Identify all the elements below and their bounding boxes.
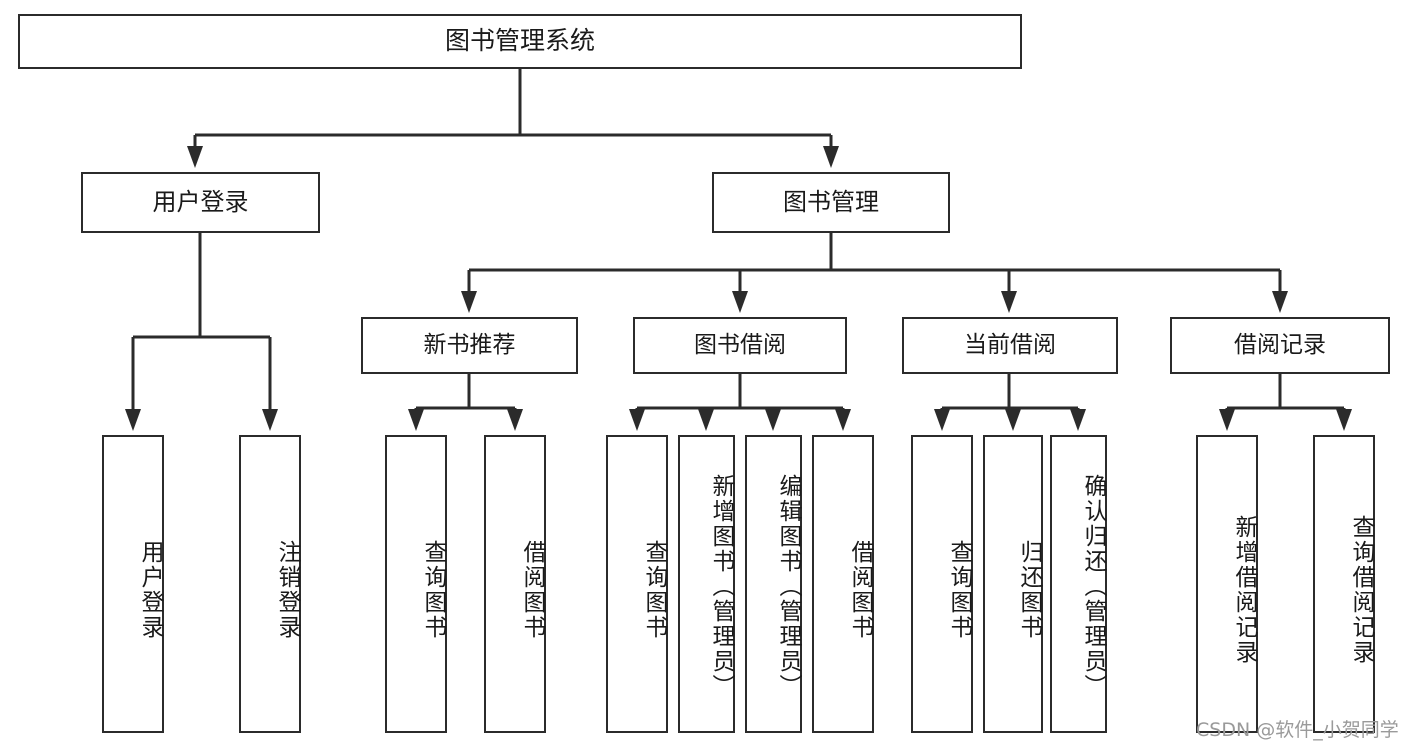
node-borrow-record[interactable]: 借阅记录: [1170, 317, 1390, 374]
book-mgmt-to-level2-arrow-3-head: [1272, 291, 1288, 313]
node-label: 当前借阅: [964, 332, 1056, 359]
node-leaf-user-login[interactable]: 用户登录: [102, 435, 164, 733]
node-leaf-query-book-borrow[interactable]: 查询图书: [606, 435, 668, 733]
node-label: 编辑图书（管理员）: [775, 473, 801, 699]
node-leaf-borrow-book[interactable]: 借阅图书: [812, 435, 874, 733]
node-label: 查询借阅记录: [1348, 515, 1374, 665]
node-label: 新书推荐: [423, 332, 516, 359]
current-borrow-to-leaves-arrow-2-head: [1070, 409, 1086, 431]
node-leaf-query-book-current[interactable]: 查询图书: [911, 435, 973, 733]
node-leaf-add-book[interactable]: 新增图书（管理员）: [678, 435, 735, 733]
node-label: 新增借阅记录: [1231, 515, 1257, 665]
node-label: 查询图书: [420, 540, 446, 640]
root-to-level1-arrow-0-head: [187, 146, 203, 168]
node-label: 借阅图书: [519, 540, 545, 640]
node-label: 查询图书: [641, 540, 667, 640]
node-leaf-edit-book[interactable]: 编辑图书（管理员）: [745, 435, 802, 733]
node-book-borrow[interactable]: 图书借阅: [633, 317, 847, 374]
node-book-management[interactable]: 图书管理: [712, 172, 950, 233]
user-login-to-leaves-arrow-0-head: [125, 409, 141, 431]
borrow-record-to-leaves-arrow-0-head: [1219, 409, 1235, 431]
book-borrow-to-leaves-arrow-3-head: [835, 409, 851, 431]
node-label: 借阅记录: [1234, 332, 1326, 359]
node-label: 归还图书: [1016, 540, 1042, 640]
node-label: 借阅图书: [847, 540, 873, 640]
node-label: 用户登录: [152, 187, 249, 216]
node-label: 确认归还（管理员）: [1080, 473, 1106, 699]
user-login-to-leaves-arrow-1-head: [262, 409, 278, 431]
current-borrow-to-leaves-arrow-1-head: [1005, 409, 1021, 431]
book-borrow-to-leaves-arrow-1-head: [698, 409, 714, 431]
book-mgmt-to-level2-arrow-0-head: [461, 291, 477, 313]
csdn-watermark: CSDN @软件_小贺同学: [1196, 719, 1399, 741]
node-current-borrow[interactable]: 当前借阅: [902, 317, 1118, 374]
node-label: 查询图书: [946, 540, 972, 640]
current-borrow-to-leaves-arrow-0-head: [934, 409, 950, 431]
node-new-book-recommend[interactable]: 新书推荐: [361, 317, 578, 374]
node-leaf-logout-login[interactable]: 注销登录: [239, 435, 301, 733]
node-label: 注销登录: [274, 540, 300, 640]
node-label: 图书管理: [783, 187, 879, 216]
book-mgmt-to-level2-arrow-1-head: [732, 291, 748, 313]
node-leaf-confirm-return[interactable]: 确认归还（管理员）: [1050, 435, 1107, 733]
root-to-level1-arrow-1-head: [823, 146, 839, 168]
node-leaf-add-borrow-record[interactable]: 新增借阅记录: [1196, 435, 1258, 733]
node-label: 图书借阅: [694, 332, 786, 359]
node-leaf-return-book[interactable]: 归还图书: [983, 435, 1043, 733]
new-book-to-leaves-arrow-0-head: [408, 409, 424, 431]
node-leaf-query-book-new[interactable]: 查询图书: [385, 435, 447, 733]
node-label: 图书管理系统: [444, 26, 595, 56]
node-label: 新增图书（管理员）: [708, 473, 734, 699]
book-mgmt-to-level2-arrow-2-head: [1001, 291, 1017, 313]
node-leaf-borrow-book-new[interactable]: 借阅图书: [484, 435, 546, 733]
node-root-root[interactable]: 图书管理系统: [18, 14, 1022, 69]
new-book-to-leaves-arrow-1-head: [507, 409, 523, 431]
borrow-record-to-leaves-arrow-1-head: [1336, 409, 1352, 431]
node-label: 用户登录: [137, 540, 163, 640]
node-user-login[interactable]: 用户登录: [81, 172, 320, 233]
node-leaf-query-borrow-record[interactable]: 查询借阅记录: [1313, 435, 1375, 733]
book-borrow-to-leaves-arrow-0-head: [629, 409, 645, 431]
book-borrow-to-leaves-arrow-2-head: [765, 409, 781, 431]
